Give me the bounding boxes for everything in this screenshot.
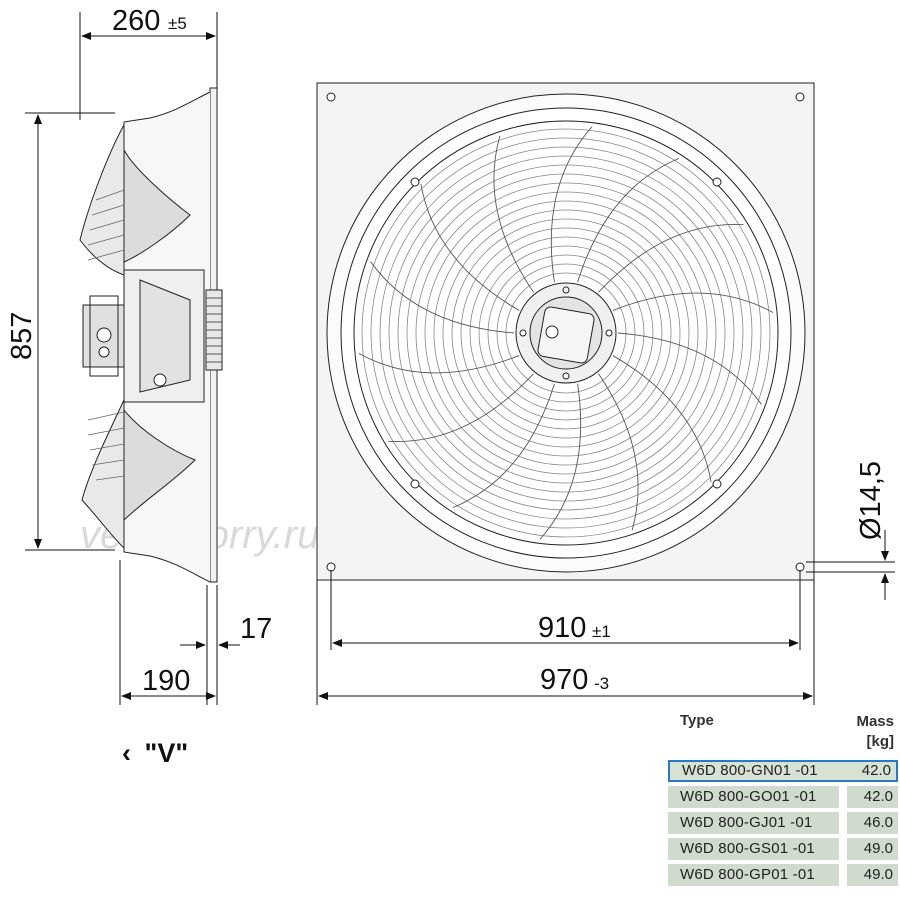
grille-ring xyxy=(424,191,708,475)
col-mass: Mass [kg] xyxy=(856,708,898,760)
dim-depth xyxy=(79,12,218,120)
row-type: W6D 800-GN01 -01 xyxy=(668,760,845,782)
grille-ring xyxy=(487,254,645,412)
flange-value: 17 xyxy=(240,613,272,645)
row-mass: 42.0 xyxy=(847,786,898,808)
blade-outline xyxy=(598,224,744,293)
type-table: Type Mass [kg] W6D 800-GN01 -01 42.0 W6D… xyxy=(668,708,898,890)
row-type: W6D 800-GP01 -01 xyxy=(668,864,839,886)
hole-spacing-tolerance: ±1 xyxy=(592,622,611,641)
grille-ring xyxy=(397,164,735,502)
grille-ring xyxy=(406,173,726,493)
grille-ring xyxy=(388,155,744,511)
row-mass: 42.0 xyxy=(845,760,898,782)
grille-ring xyxy=(442,209,690,457)
blade-outline xyxy=(612,292,774,313)
dim-widths xyxy=(316,570,815,705)
blade-outline xyxy=(550,126,593,283)
col-mass-unit: [kg] xyxy=(866,733,895,750)
blade-outline xyxy=(370,261,515,334)
frame-width-tolerance: -3 xyxy=(594,674,609,693)
depth-value: 260 xyxy=(112,5,160,37)
table-row[interactable]: W6D 800-GN01 -01 42.0 xyxy=(668,760,898,782)
dim-hole xyxy=(806,530,895,600)
grille-ring xyxy=(496,263,636,403)
row-type: W6D 800-GO01 -01 xyxy=(668,786,839,808)
grille-ring xyxy=(505,272,627,394)
dim-flange xyxy=(119,560,240,705)
table-row[interactable]: W6D 800-GS01 -01 49.0 xyxy=(668,838,898,860)
height-value: 857 xyxy=(6,312,38,360)
blade-outline xyxy=(358,353,520,374)
dim-height xyxy=(25,112,115,551)
blade-outline xyxy=(612,355,712,483)
table-header: Type Mass [kg] xyxy=(668,708,898,760)
view-indicator: ‹ "V" xyxy=(122,738,188,769)
view-arrow: ‹ xyxy=(122,738,131,768)
blade-outline xyxy=(598,373,639,531)
blade-outline xyxy=(420,183,520,311)
row-type: W6D 800-GS01 -01 xyxy=(668,838,839,860)
grille-ring xyxy=(379,146,753,520)
grille-ring xyxy=(451,218,681,448)
row-mass: 49.0 xyxy=(847,864,898,886)
grille-ring xyxy=(460,227,672,439)
view-label: "V" xyxy=(144,738,189,768)
col-type: Type xyxy=(680,712,714,729)
table-row[interactable]: W6D 800-GP01 -01 49.0 xyxy=(668,864,898,886)
hole-spacing-value: 910 xyxy=(538,612,586,644)
mount-depth-value: 190 xyxy=(142,665,190,697)
blade-outline xyxy=(539,383,582,540)
row-mass: 46.0 xyxy=(847,812,898,834)
grille-ring xyxy=(469,236,663,430)
blade-outline xyxy=(452,383,555,509)
row-type: W6D 800-GJ01 -01 xyxy=(668,812,839,834)
blade-outline xyxy=(493,135,534,293)
col-mass-label: Mass xyxy=(856,713,894,730)
blade-outline xyxy=(577,157,680,283)
grille-ring xyxy=(478,245,654,421)
table-row[interactable]: W6D 800-GO01 -01 42.0 xyxy=(668,786,898,808)
depth-tolerance: ±5 xyxy=(168,14,187,33)
front-hub xyxy=(410,177,722,489)
row-mass: 49.0 xyxy=(847,838,898,860)
blade-outline xyxy=(388,373,534,442)
grille-ring xyxy=(361,128,771,538)
grille-ring xyxy=(415,182,717,484)
blade-outline xyxy=(617,332,762,405)
frame-width-value: 970 xyxy=(540,664,588,696)
grille-ring xyxy=(433,200,699,466)
hole-dia-value: Ø14,5 xyxy=(855,461,887,540)
side-view xyxy=(79,87,223,583)
table-row[interactable]: W6D 800-GJ01 -01 46.0 xyxy=(668,812,898,834)
guard-grille xyxy=(358,126,774,540)
grille-ring xyxy=(370,137,762,529)
